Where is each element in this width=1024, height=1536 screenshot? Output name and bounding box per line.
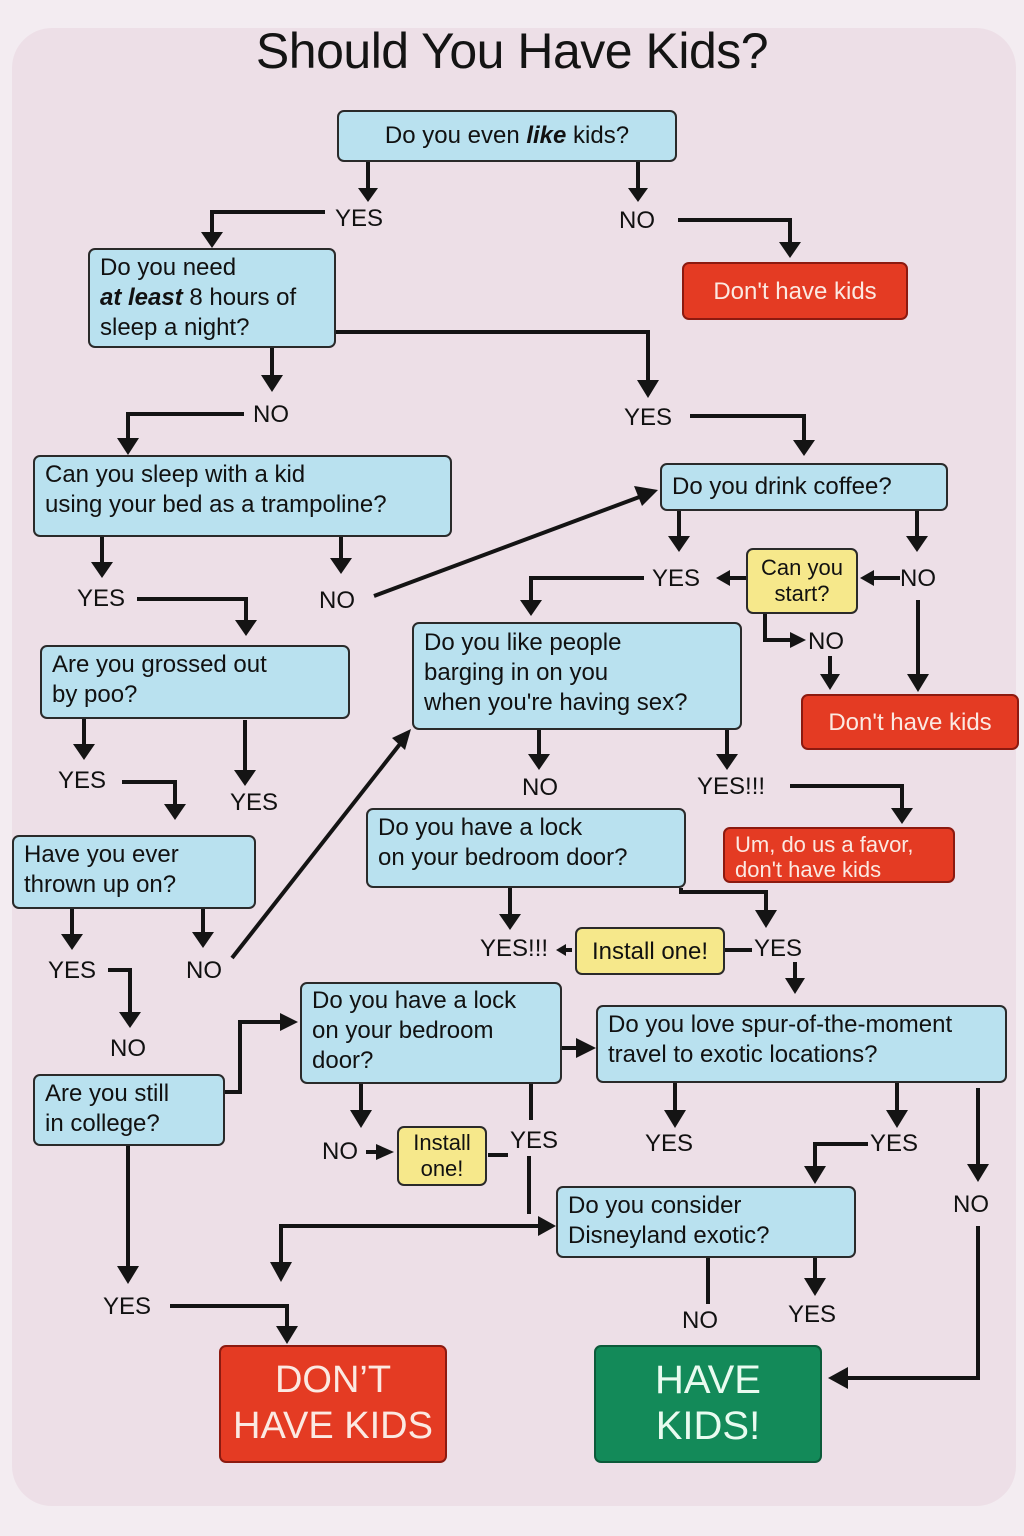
label-college-yes: YES [103, 1293, 152, 1320]
label-travel-yes-right: YES [870, 1130, 919, 1157]
label-like-no: NO [619, 207, 655, 234]
label-lock1-yes-right: YES [754, 935, 803, 962]
outcome-do-us-a-favor: Um, do us a favor, don't have kids [723, 827, 955, 883]
label-coffee-yes: YES [652, 565, 701, 592]
label-travel-no: NO [953, 1191, 989, 1218]
page-title: Should You Have Kids? [255, 23, 769, 79]
node-poo: Are you grossed out by poo? [40, 645, 350, 719]
node-like-kids: Do you even like kids? [337, 110, 677, 162]
outcome-dont-have-kids-1: Don't have kids [682, 262, 908, 320]
node-install-one-1: Install one! [575, 927, 725, 975]
label-disney-no: NO [682, 1307, 718, 1334]
outcome-dont-have-kids-final: DON’T HAVE KIDS [219, 1345, 447, 1463]
label-thrown-yes: YES [48, 957, 97, 984]
node-install-one-2: Install one! [397, 1126, 487, 1186]
label-start-no: NO [808, 628, 844, 655]
label-lock1-yes-left: YES!!! [480, 935, 549, 962]
label-travel-yes-left: YES [645, 1130, 694, 1157]
label-barge-yes: YES!!! [697, 773, 766, 800]
label-sleep-yes: YES [624, 404, 673, 431]
outcome-have-kids: HAVE KIDS! [594, 1345, 822, 1463]
node-disneyland: Do you consider Disneyland exotic? [556, 1186, 856, 1258]
node-sleep-8-hours: Do you need at least 8 hours of sleep a … [88, 248, 336, 348]
node-barging: Do you like people barging in on you whe… [412, 622, 742, 730]
label-lock2-yes: YES [510, 1127, 559, 1154]
label-sleep-no: NO [253, 401, 289, 428]
node-college: Are you still in college? [33, 1074, 225, 1146]
node-lock-1: Do you have a lock on your bedroom door? [366, 808, 686, 888]
label-thrown-no: NO [186, 957, 222, 984]
node-trampoline: Can you sleep with a kid using your bed … [33, 455, 452, 537]
node-thrown-up: Have you ever thrown up on? [12, 835, 256, 909]
node-can-you-start: Can you start? [746, 548, 858, 614]
label-coffee-no: NO [900, 565, 936, 592]
label-thrown-yes-no: NO [110, 1035, 146, 1062]
label-poo-yes-right: YES [230, 789, 279, 816]
label-like-yes: YES [335, 205, 384, 232]
node-coffee: Do you drink coffee? [660, 463, 948, 511]
label-lock2-no: NO [322, 1138, 358, 1165]
outcome-dont-have-kids-2: Don't have kids [801, 694, 1019, 750]
label-tramp-yes: YES [77, 585, 126, 612]
node-travel: Do you love spur-of-the-moment travel to… [596, 1005, 1007, 1083]
node-lock-2: Do you have a lock on your bedroom door? [300, 982, 562, 1084]
label-tramp-no: NO [319, 587, 355, 614]
label-disney-yes: YES [788, 1301, 837, 1328]
label-barge-no: NO [522, 774, 558, 801]
label-poo-yes-left: YES [58, 767, 107, 794]
